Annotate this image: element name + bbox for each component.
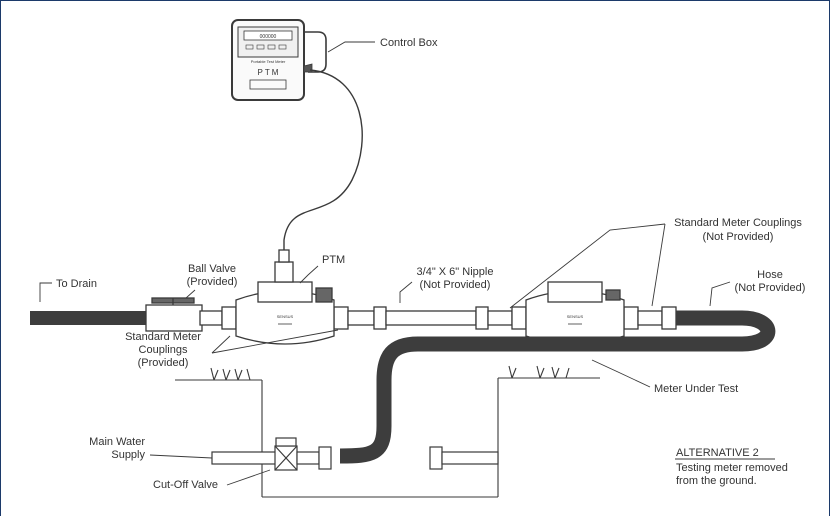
supply-pipe [211, 451, 277, 465]
label-std-couplings-bottom-provided: (Provided) [138, 357, 189, 369]
coupling [475, 306, 489, 330]
coupling [623, 306, 639, 330]
control-box-caption: Portable Test Meter [251, 59, 286, 64]
drain-pipe [30, 311, 148, 325]
label-alternative-title: ALTERNATIVE 2 [676, 447, 759, 459]
label-std-couplings-bottom-2: Couplings [139, 344, 188, 356]
label-control-box: Control Box [380, 37, 438, 49]
coupling [221, 306, 237, 330]
label-to-drain: To Drain [56, 278, 97, 290]
ground-pit [175, 365, 600, 498]
control-box [231, 19, 327, 101]
label-ball-valve-provided: (Provided) [187, 276, 238, 288]
coupling [318, 446, 332, 470]
svg-text:SENSUS: SENSUS [277, 314, 294, 319]
coupling [429, 446, 443, 470]
control-box-brand: P T M [258, 68, 279, 77]
label-std-couplings-bottom: Standard Meter [125, 331, 201, 343]
label-cut-off-valve: Cut-Off Valve [153, 479, 218, 491]
label-nipple-not-provided: (Not Provided) [420, 279, 491, 291]
coupling [511, 306, 527, 330]
label-ptm: PTM [322, 254, 345, 266]
hose [339, 310, 776, 464]
ball-valve-body [145, 304, 203, 332]
label-ball-valve: Ball Valve [188, 263, 236, 275]
signal-cable [283, 69, 363, 262]
coupling [333, 306, 349, 330]
coupling [373, 306, 387, 330]
label-alternative-desc-2: from the ground. [676, 475, 757, 487]
meter-under-test-body: SENSUS [525, 281, 625, 345]
label-hose: Hose [757, 269, 783, 281]
label-meter-under-test: Meter Under Test [654, 383, 738, 395]
label-nipple: 3/4" X 6" Nipple [417, 266, 494, 278]
coupling [661, 306, 677, 330]
label-alternative-desc-1: Testing meter removed [676, 462, 788, 474]
label-main-water-supply: Supply [111, 449, 145, 461]
label-std-couplings-top: Standard Meter Couplings [674, 217, 802, 229]
control-box-display: 000000 [260, 34, 277, 40]
label-hose-not-provided: (Not Provided) [735, 282, 806, 294]
ptm-meter: SENSUS [235, 249, 335, 345]
label-std-couplings-top-not-provided: (Not Provided) [703, 231, 774, 243]
nipple [385, 310, 477, 326]
label-main-water: Main Water [89, 436, 145, 448]
svg-text:SENSUS: SENSUS [567, 314, 584, 319]
